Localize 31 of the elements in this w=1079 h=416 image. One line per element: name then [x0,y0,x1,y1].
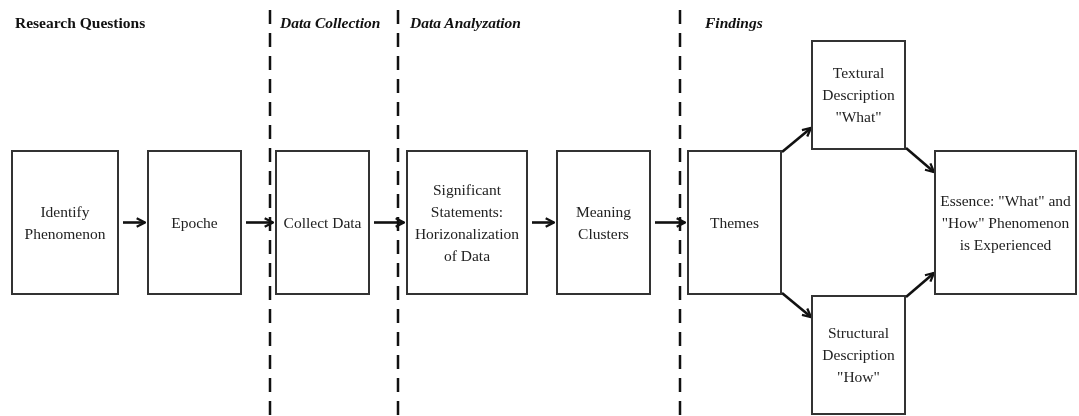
box-text: Themes [709,212,760,233]
arrow [905,147,936,174]
box-text: Textural Description "What" [821,63,896,127]
section-heading: Data Collection [280,14,381,32]
box-text: Epoche [171,212,218,233]
box-text: Significant Statements: Horizonalization of Data [413,179,521,266]
arrow [905,271,936,298]
arrow [374,217,406,228]
process-box [934,150,1077,295]
arrow [781,292,813,319]
process-box [687,150,782,295]
box-text: Collect Data [283,212,362,233]
arrow [655,217,687,228]
arrow [781,126,813,153]
process-box [11,150,119,295]
arrow [123,217,147,228]
box-text: Identify Phenomenon [23,201,107,244]
box-text: Structural Description "How" [821,323,896,387]
box-text: Essence: "What" and "How" Phenomenon is Experienced [939,190,1072,255]
process-box [275,150,370,295]
process-box [811,40,906,150]
process-box [556,150,651,295]
process-box [147,150,242,295]
process-box [406,150,528,295]
box-text: Meaning Clusters [574,201,633,244]
arrow [246,217,275,228]
section-heading: Research Questions [15,14,146,32]
section-heading: Data Analyzation [410,14,521,32]
section-heading: Findings [705,14,763,32]
arrow [532,217,556,228]
process-box [811,295,906,415]
